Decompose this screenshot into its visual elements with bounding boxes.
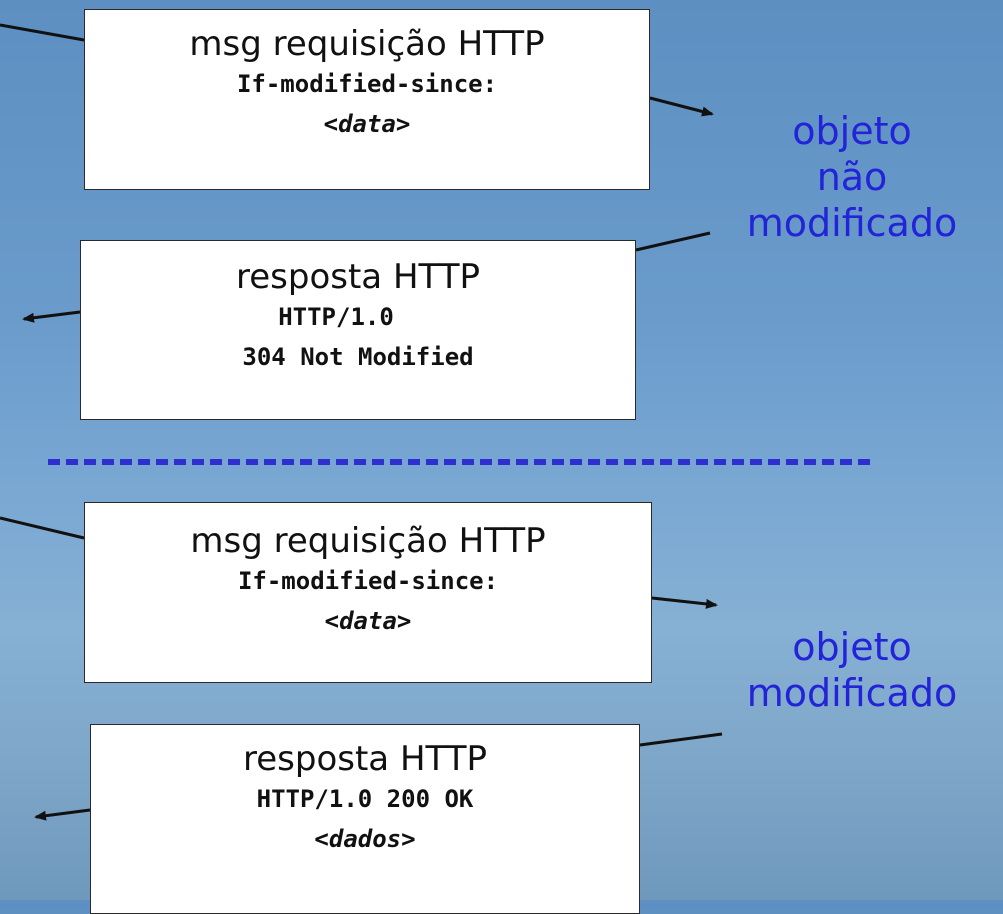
response-out-arrow-lower bbox=[34, 808, 91, 821]
response-status-line: HTTP/1.0 bbox=[278, 303, 394, 331]
outcome-line: objeto bbox=[792, 625, 912, 669]
response-title: resposta HTTP bbox=[243, 739, 487, 779]
outcome-line: modificado bbox=[746, 201, 958, 245]
response-in-line-upper bbox=[635, 231, 711, 252]
response-status-code: 304 Not Modified bbox=[242, 343, 474, 371]
request-header: If-modified-since: bbox=[236, 70, 498, 98]
response-out-arrow-upper bbox=[22, 310, 81, 323]
request-date-value: <data> bbox=[323, 110, 411, 138]
response-status-line: HTTP/1.0 200 OK bbox=[256, 785, 474, 813]
request-box-upper: msg requisição HTTP If-modified-since: <… bbox=[84, 9, 650, 190]
outcome-line: objeto bbox=[792, 109, 912, 153]
request-in-line-lower bbox=[0, 516, 85, 540]
request-title: msg requisição HTTP bbox=[189, 24, 545, 64]
outcome-line: modificado bbox=[746, 671, 958, 715]
response-box-upper: resposta HTTP HTTP/1.0 304 Not Modified bbox=[80, 240, 636, 420]
response-data-value: <dados> bbox=[314, 825, 416, 853]
response-in-line-lower bbox=[639, 732, 723, 747]
request-title: msg requisição HTTP bbox=[190, 521, 546, 561]
request-in-line-upper bbox=[0, 23, 85, 42]
outcome-label-not-modified: objeto não modificado bbox=[712, 108, 992, 246]
request-out-arrow-upper bbox=[649, 96, 714, 117]
request-header: If-modified-since: bbox=[237, 567, 499, 595]
request-box-lower: msg requisição HTTP If-modified-since: <… bbox=[84, 502, 652, 683]
section-divider bbox=[48, 459, 870, 465]
request-date-value: <data> bbox=[324, 607, 412, 635]
outcome-label-modified: objeto modificado bbox=[712, 624, 992, 716]
outcome-line: não bbox=[816, 155, 888, 199]
response-box-lower: resposta HTTP HTTP/1.0 200 OK <dados> bbox=[90, 724, 640, 914]
request-out-arrow-lower bbox=[651, 596, 718, 609]
response-title: resposta HTTP bbox=[236, 257, 480, 297]
